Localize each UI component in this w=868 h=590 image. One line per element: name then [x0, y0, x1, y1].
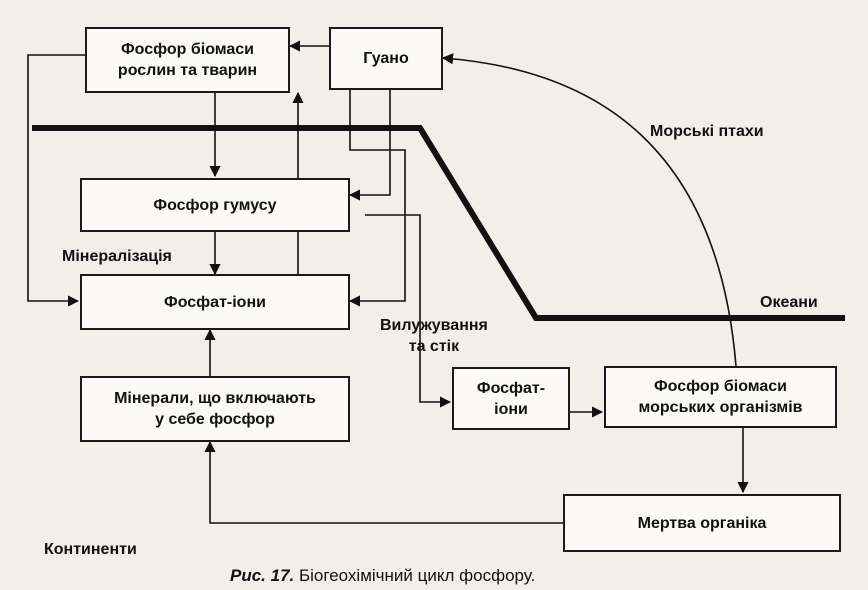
- land-ocean-boundary: [32, 125, 845, 321]
- figure-number: Рис. 17.: [230, 566, 295, 585]
- arrow-guano-to-humus: [348, 90, 391, 201]
- figure-caption-text: Біогеохімічний цикл фосфору.: [299, 566, 536, 585]
- box-phosphorus-minerals: Мінерали, що включають у себе фосфор: [80, 376, 350, 442]
- box-phosphate-ions-ocean: Фосфат- іони: [452, 367, 570, 430]
- box-guano: Гуано: [329, 27, 443, 90]
- label-mineralization: Мінералізація: [62, 248, 172, 265]
- box-dead-organic: Мертва органіка: [563, 494, 841, 552]
- box-humus-phosphorus: Фосфор гумусу: [80, 178, 350, 232]
- box-phosphorus-biomass-marine: Фосфор біомаси морських організмів: [604, 366, 837, 428]
- arrow-guano-to-phosphate: [348, 90, 406, 307]
- arrow-seabirds-to-guano: [441, 53, 737, 367]
- label-continents: Континенти: [44, 541, 137, 558]
- arrow-biomass-to-phosphate: [27, 54, 85, 307]
- label-oceans: Океани: [760, 294, 818, 311]
- label-leaching-runoff: Вилужування та стік: [380, 317, 488, 355]
- arrow-runoff-to-ocean: [365, 214, 452, 408]
- figure-caption: Рис. 17. Біогеохімічний цикл фосфору.: [230, 566, 535, 586]
- box-phosphorus-biomass-land: Фосфор біомаси рослин та тварин: [85, 27, 290, 93]
- arrow-dead-to-minerals: [204, 440, 563, 524]
- label-seabirds: Морські птахи: [650, 123, 764, 140]
- box-phosphate-ions-land: Фосфат-іони: [80, 274, 350, 330]
